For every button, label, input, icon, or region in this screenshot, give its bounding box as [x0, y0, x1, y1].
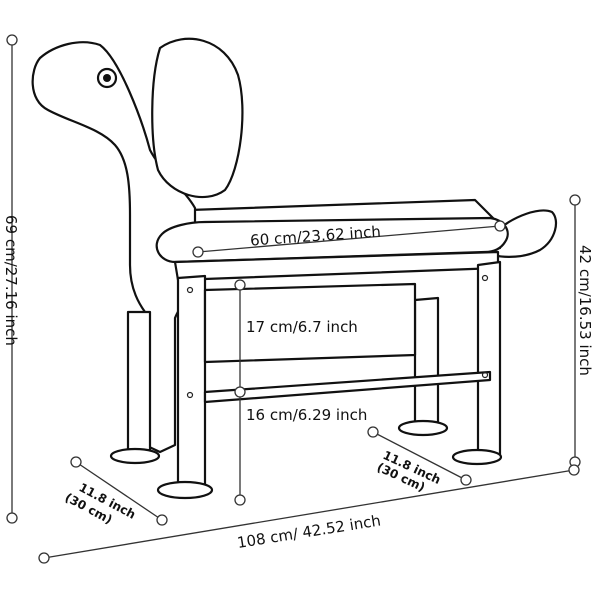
total-length-label: 108 cm/ 42.52 inch [236, 511, 382, 551]
dog-bench-illustration [31, 37, 558, 500]
total-height-label: 69 cm/27.16 inch [2, 215, 20, 346]
shelf-height-label: 17 cm/6.7 inch [246, 318, 358, 336]
lower-gap-label: 16 cm/6.29 inch [246, 406, 367, 424]
seat-height-label: 42 cm/16.53 inch [576, 245, 594, 376]
dimension-lines [6, 34, 581, 564]
